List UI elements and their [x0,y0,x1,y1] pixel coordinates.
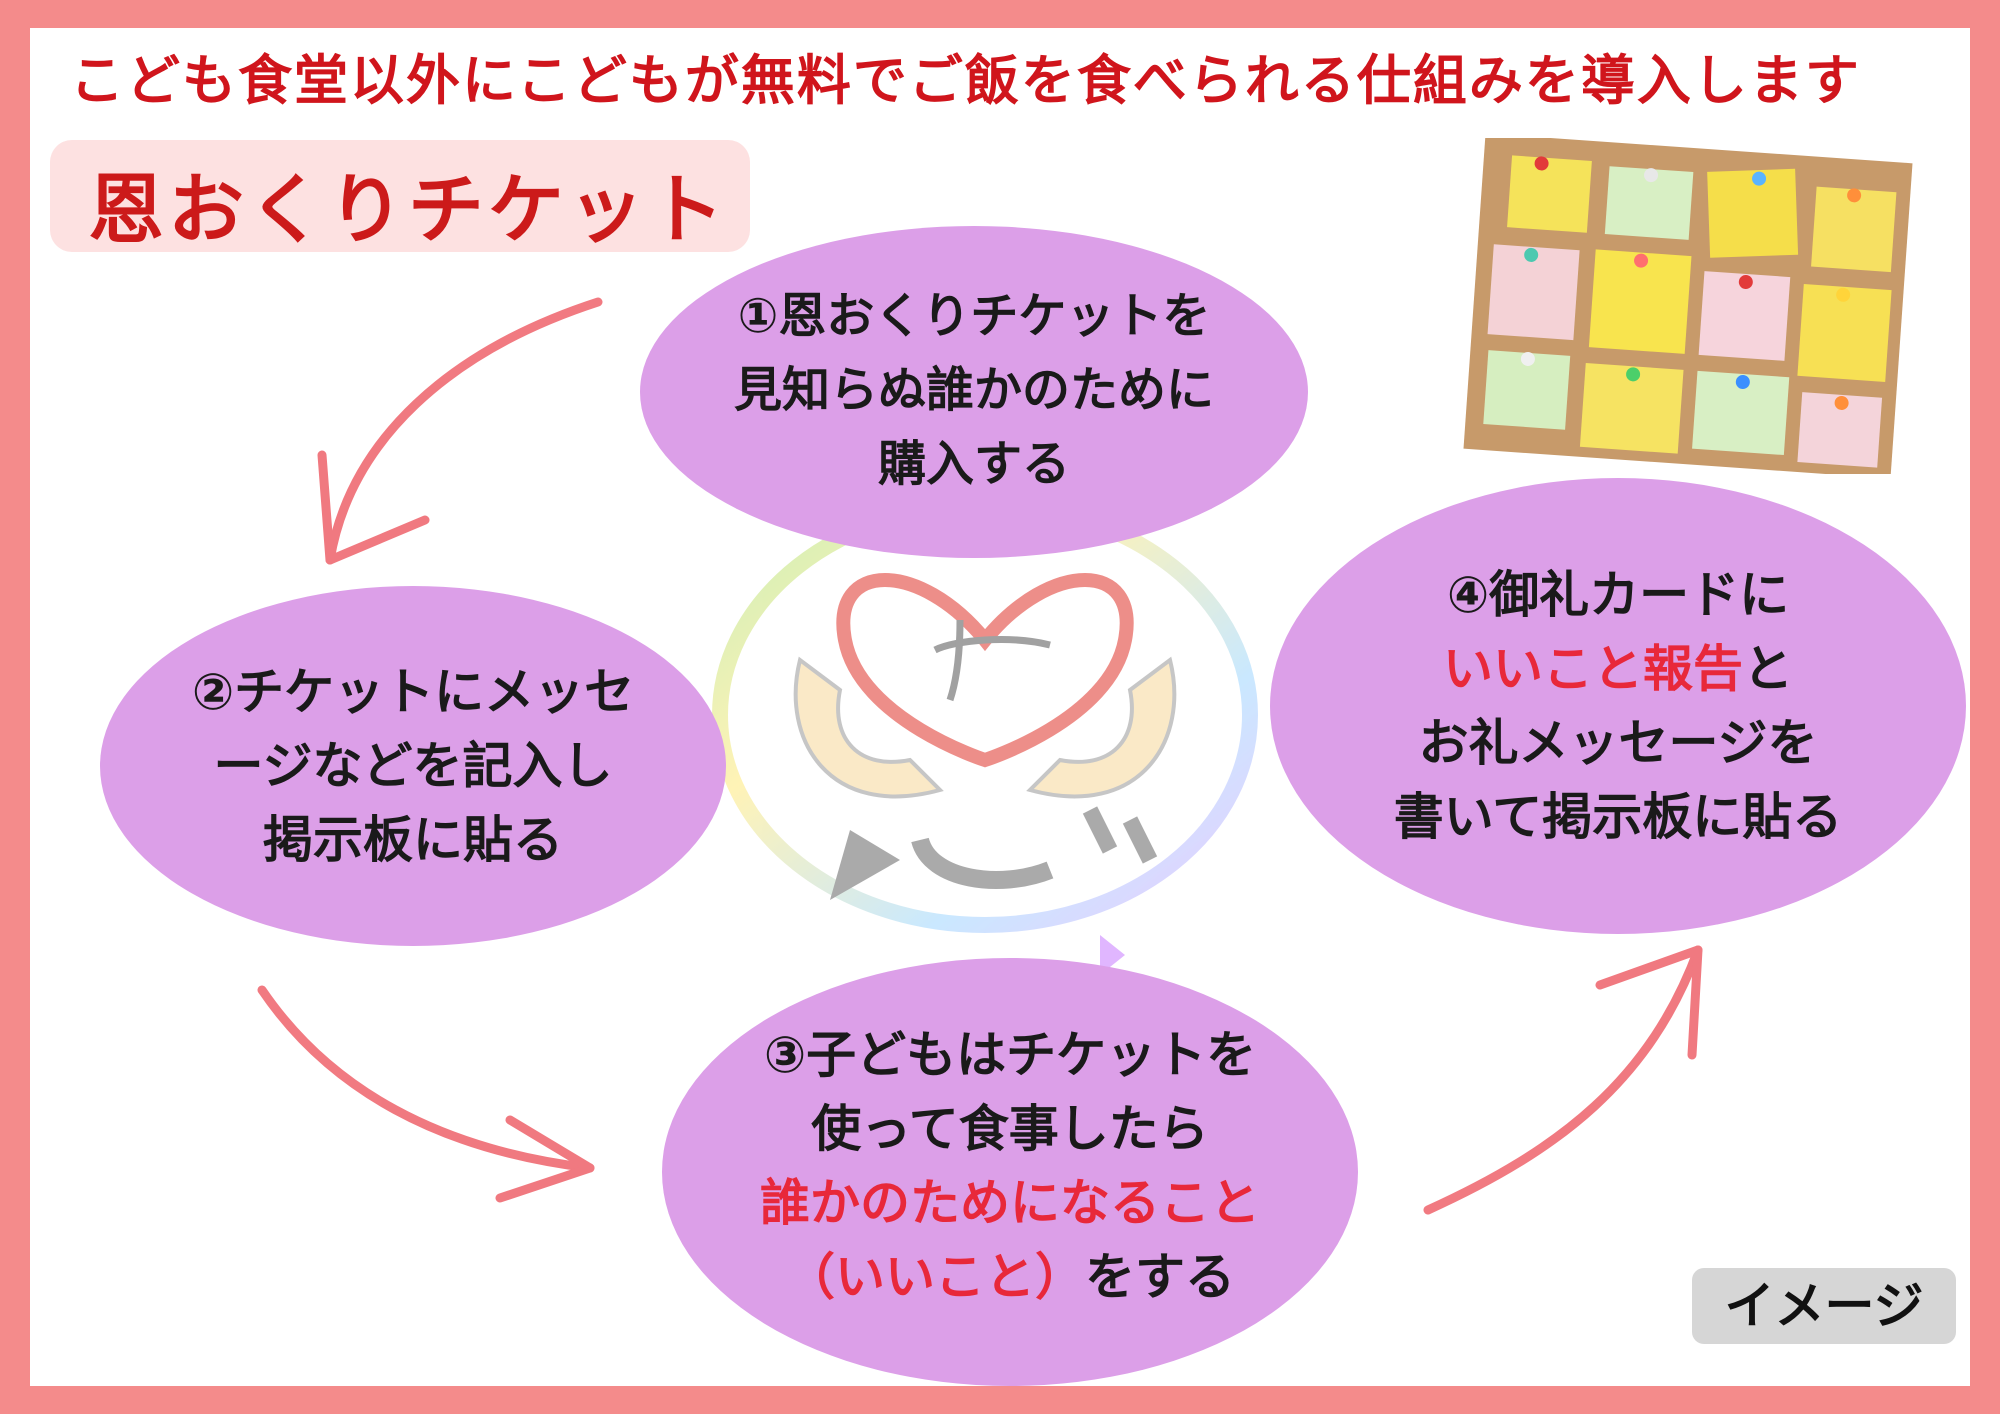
step1-line: 見知らぬ誰かのために [733,362,1214,418]
step3-highlight: 誰かのためになること [760,1174,1260,1232]
step4-line: ④御礼カードに [1446,566,1790,624]
step2-bubble [100,586,726,946]
step4-line: お礼メッセージを [1418,714,1818,772]
step3-line-rest: をする [1085,1248,1235,1306]
step3-line: ③子どもはチケットを [763,1026,1257,1084]
step4-bubble [1270,478,1966,934]
step1-bubble [640,226,1308,558]
step1-line: 購入する [877,436,1070,492]
image-badge [1692,1268,1956,1344]
step3-text: ③子どもはチケットを 使って食事したら 誰かのためになること （いいこと）をする [662,1018,1358,1314]
step4-highlight: いいこと報告 [1443,640,1743,698]
step1-line: ①恩おくりチケットを [737,288,1211,344]
title-pill [50,140,750,252]
step2-line: ②チケットにメッセ [191,663,635,721]
image-badge-label: イメージ [1724,1277,1924,1335]
headline: こども食堂以外にこどもが無料でご飯を食べられる仕組みを導入します [70,49,1861,112]
step3-highlight-paren: （いいこと） [785,1248,1085,1306]
cycle-arrow-icon [257,297,1703,1215]
step4-line-2: いいこと報告と [1270,632,1966,706]
step3-bubble [662,958,1358,1386]
step4-text: ④御礼カードに いいこと報告と お礼メッセージを 書いて掲示板に貼る [1270,558,1966,854]
page-title: 恩おくりチケット [88,165,728,254]
step4-line: 書いて掲示板に貼る [1393,788,1843,846]
step2-line: ージなどを記入し [213,737,613,795]
step2-text: ②チケットにメッセ ージなどを記入し 掲示板に貼る [100,655,726,877]
step4-line-rest: と [1743,640,1793,698]
step3-line: 使って食事したら [811,1100,1209,1158]
bulletin-board-sticky-notes-icon [1463,138,1913,474]
step2-line: 掲示板に貼る [263,811,563,869]
step1-text: ①恩おくりチケットを 見知らぬ誰かのために 購入する [640,279,1308,501]
step3-line-4: （いいこと）をする [662,1240,1358,1314]
